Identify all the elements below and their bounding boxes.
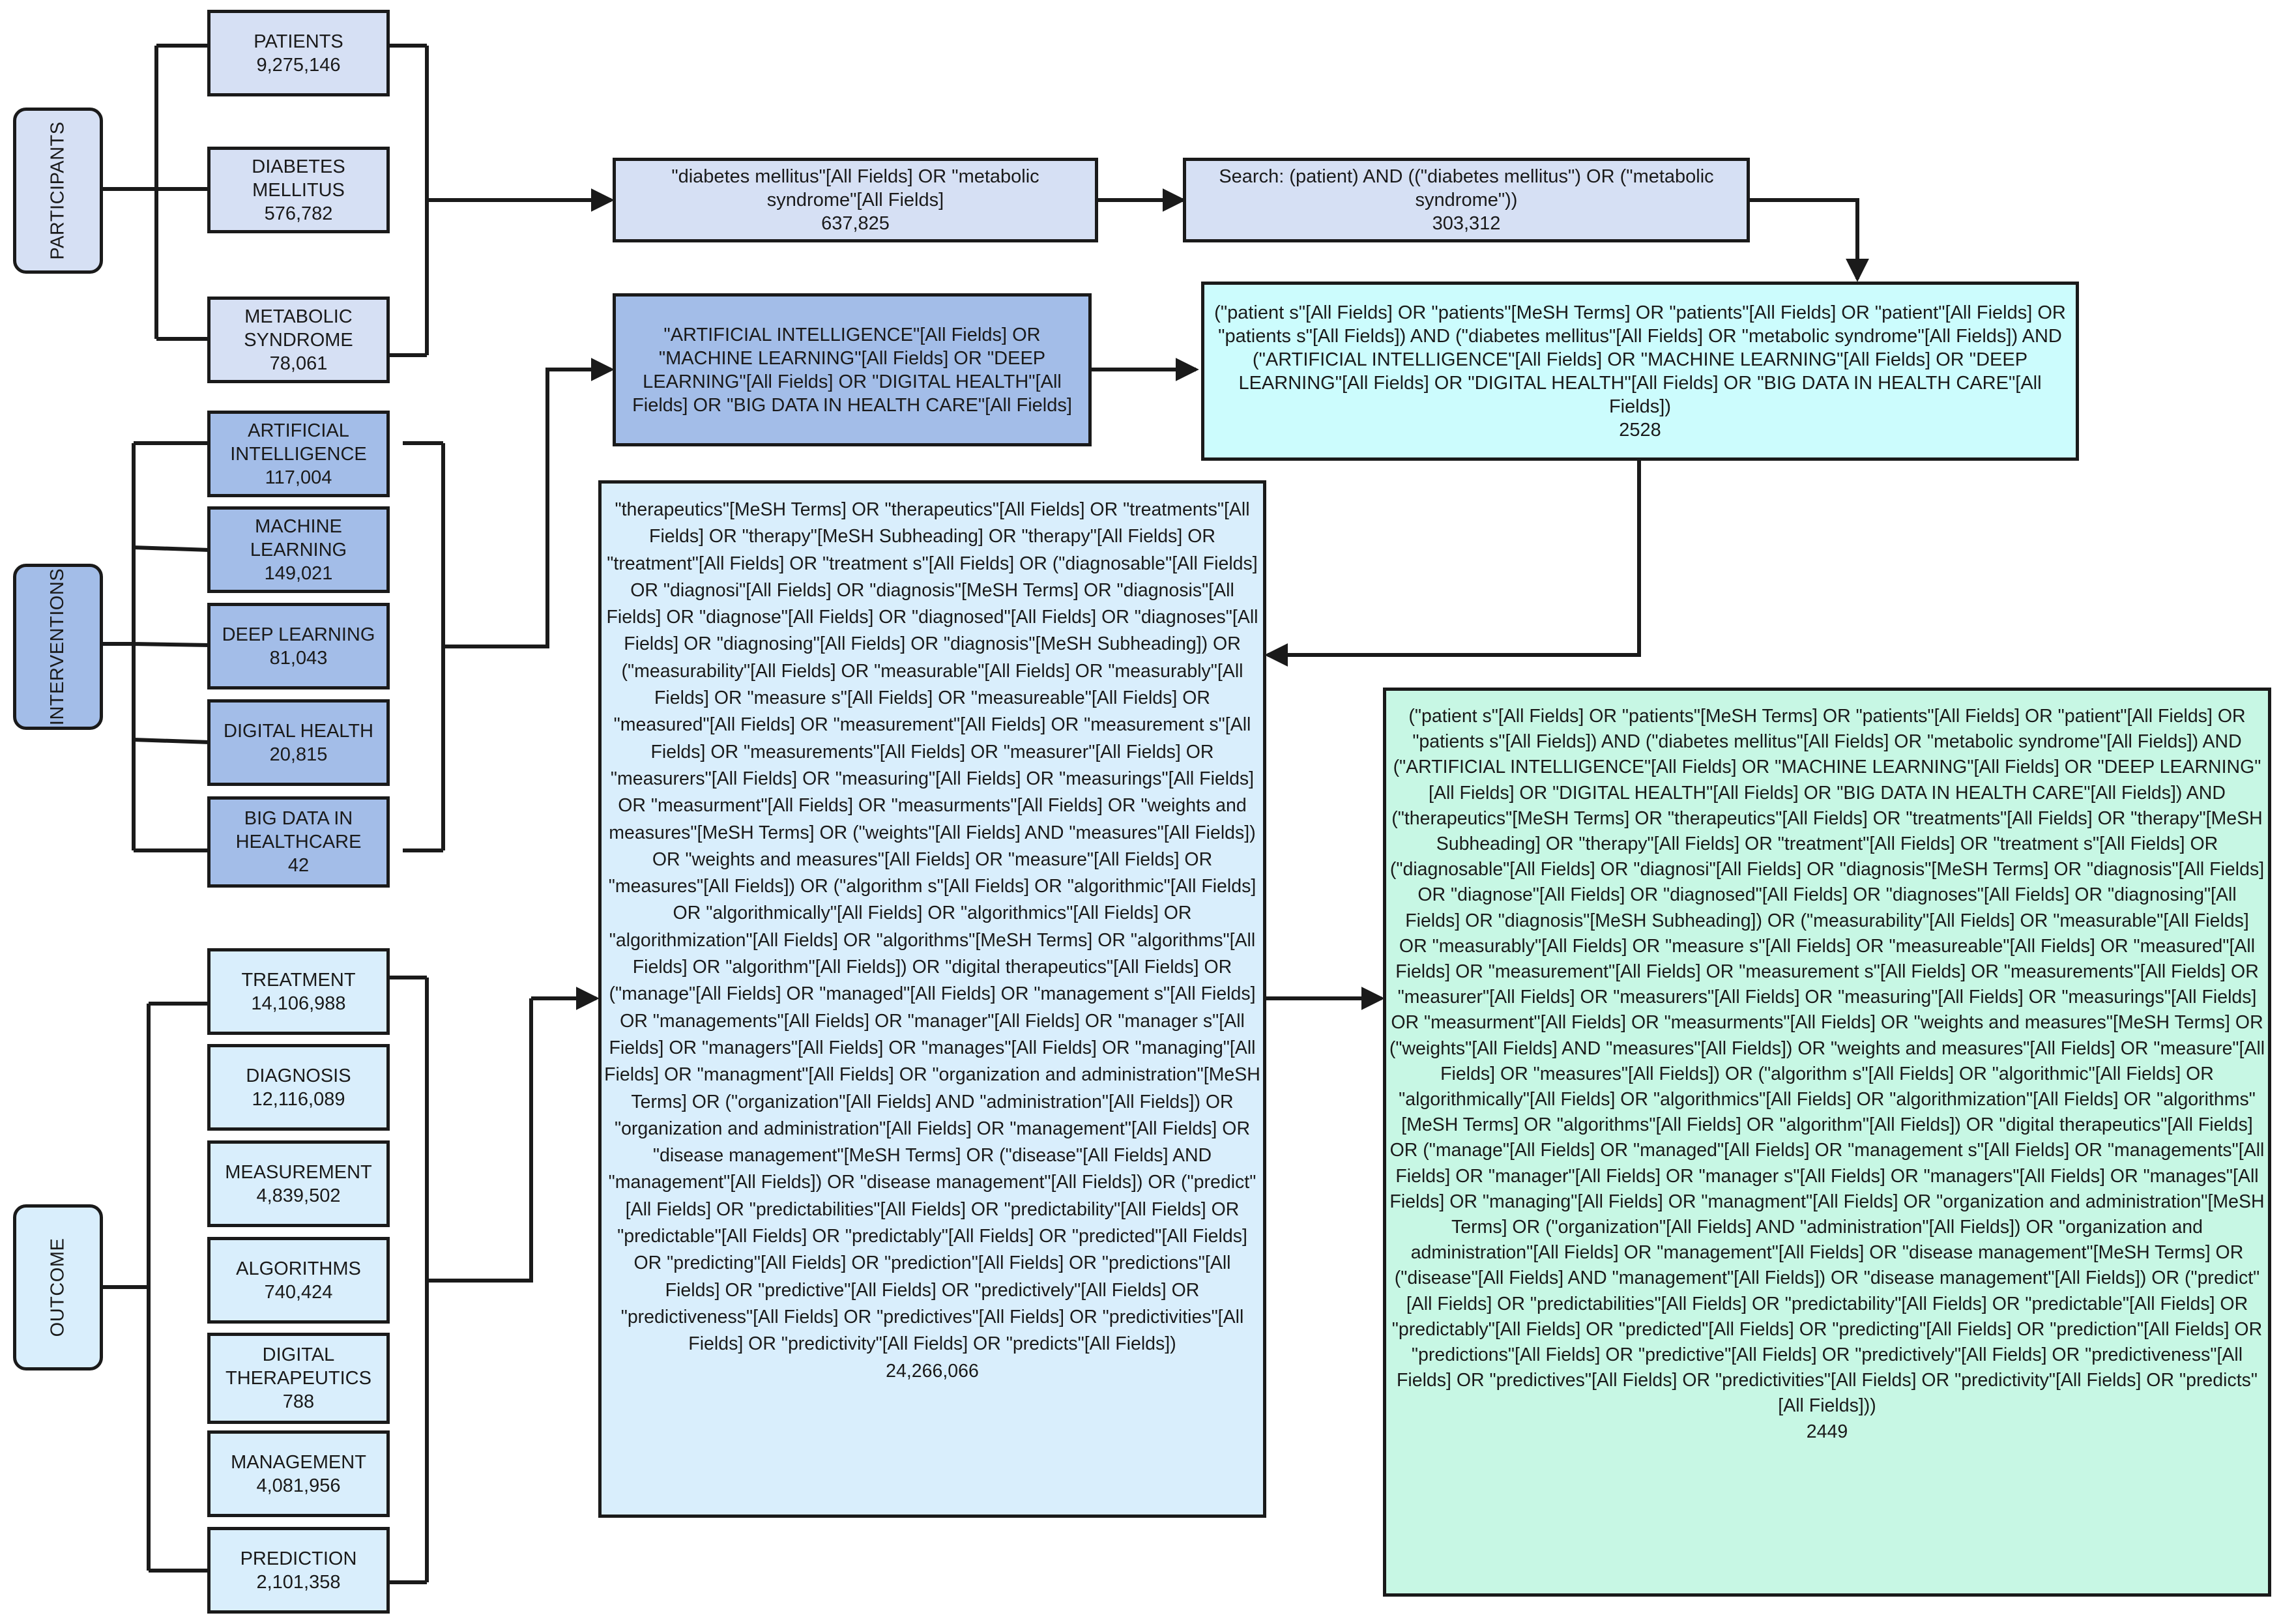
interventions-left-bracket bbox=[103, 441, 211, 852]
term-label: MEASUREMENT bbox=[225, 1161, 372, 1183]
interventions-category: INTERVENTIONS bbox=[13, 564, 103, 730]
arrow-combined-to-outcome-query bbox=[1264, 459, 1641, 667]
participants-left-bracket bbox=[103, 44, 210, 341]
term-label: BIG DATA IN HEALTHCARE bbox=[235, 808, 362, 852]
term-label: DIABETES MELLITUS bbox=[252, 156, 345, 201]
query-text: ("patient s"[All Fields] OR "patients"[M… bbox=[1389, 706, 2265, 1417]
term-label: MANAGEMENT bbox=[231, 1451, 366, 1473]
term-count: 117,004 bbox=[265, 467, 332, 488]
term-metabolic-syndrome: METABOLIC SYNDROME 78,061 bbox=[207, 297, 390, 383]
term-diabetes-mellitus: DIABETES MELLITUS 576,782 bbox=[207, 147, 390, 233]
query-text: "diabetes mellitus"[All Fields] OR "meta… bbox=[671, 166, 1039, 210]
term-count: 42 bbox=[287, 855, 310, 876]
query-text: ("patient s"[All Fields] OR "patients"[M… bbox=[1214, 302, 2066, 417]
term-label: DIGITAL HEALTH bbox=[224, 720, 373, 742]
term-count: 20,815 bbox=[269, 744, 328, 765]
term-deep-learning: DEEP LEARNING 81,043 bbox=[207, 603, 390, 689]
term-label: DIAGNOSIS bbox=[246, 1065, 351, 1086]
query-text: Search: (patient) AND (("diabetes mellit… bbox=[1219, 166, 1714, 210]
arrow-search-to-combined bbox=[1747, 198, 1869, 282]
term-count: 14,106,988 bbox=[251, 993, 346, 1014]
term-count: 4,839,502 bbox=[256, 1185, 341, 1206]
outcome-category-label: OUTCOME bbox=[47, 1238, 68, 1337]
term-machine-learning: MACHINE LEARNING 149,021 bbox=[207, 506, 390, 593]
term-measurement: MEASUREMENT 4,839,502 bbox=[207, 1140, 390, 1227]
term-label: ALGORITHMS bbox=[236, 1258, 361, 1279]
combined-query-box: ("patient s"[All Fields] OR "patients"[M… bbox=[1201, 282, 2079, 461]
term-count: 149,021 bbox=[264, 562, 333, 584]
condition-query-box: "diabetes mellitus"[All Fields] OR "meta… bbox=[613, 158, 1098, 242]
final-query-box: ("patient s"[All Fields] OR "patients"[M… bbox=[1383, 688, 2271, 1597]
outcome-query-box: "therapeutics"[MeSH Terms] OR "therapeut… bbox=[598, 480, 1266, 1518]
term-count: 9,275,146 bbox=[256, 54, 341, 76]
outcome-category: OUTCOME bbox=[13, 1204, 103, 1370]
term-label: DEEP LEARNING bbox=[222, 624, 375, 645]
search-query-box: Search: (patient) AND (("diabetes mellit… bbox=[1183, 158, 1750, 242]
term-algorithms: ALGORITHMS 740,424 bbox=[207, 1237, 390, 1324]
term-management: MANAGEMENT 4,081,956 bbox=[207, 1430, 390, 1517]
query-count: 2449 bbox=[1806, 1421, 1848, 1442]
term-count: 788 bbox=[282, 1391, 315, 1412]
term-count: 4,081,956 bbox=[256, 1475, 341, 1496]
interventions-category-label: INTERVENTIONS bbox=[47, 568, 68, 726]
term-digital-therapeutics: DIGITAL THERAPEUTICS 788 bbox=[207, 1333, 390, 1424]
term-label: ARTIFICIAL INTELLIGENCE bbox=[230, 420, 367, 465]
term-count: 81,043 bbox=[269, 647, 328, 669]
term-prediction: PREDICTION 2,101,358 bbox=[207, 1527, 390, 1614]
query-count: 2528 bbox=[1619, 419, 1661, 441]
term-count: 576,782 bbox=[264, 203, 333, 224]
query-text: "therapeutics"[MeSH Terms] OR "therapeut… bbox=[604, 499, 1260, 1355]
term-big-data-in-healthcare: BIG DATA IN HEALTHCARE 42 bbox=[207, 796, 390, 888]
participants-right-bracket bbox=[388, 44, 429, 357]
intervention-query-box: "ARTIFICIAL INTELLIGENCE"[All Fields] OR… bbox=[613, 293, 1092, 446]
query-count: 24,266,066 bbox=[886, 1360, 979, 1382]
query-count: 303,312 bbox=[1432, 213, 1501, 234]
term-count: 78,061 bbox=[269, 353, 328, 374]
term-label: MACHINE LEARNING bbox=[250, 515, 347, 560]
term-label: PREDICTION bbox=[240, 1548, 357, 1569]
participants-category: PARTICIPANTS bbox=[13, 108, 103, 274]
term-label: PATIENTS bbox=[254, 31, 343, 52]
query-count: 637,825 bbox=[821, 213, 890, 234]
query-text: "ARTIFICIAL INTELLIGENCE"[All Fields] OR… bbox=[632, 324, 1072, 416]
term-label: TREATMENT bbox=[241, 969, 356, 991]
arrow-interventions-to-query bbox=[443, 358, 615, 648]
term-artificial-intelligence: ARTIFICIAL INTELLIGENCE 117,004 bbox=[207, 411, 390, 497]
participants-category-label: PARTICIPANTS bbox=[47, 121, 68, 260]
term-count: 12,116,089 bbox=[252, 1088, 345, 1110]
term-label: DIGITAL THERAPEUTICS bbox=[225, 1344, 371, 1389]
interventions-right-bracket bbox=[403, 441, 445, 852]
term-digital-health: DIGITAL HEALTH 20,815 bbox=[207, 699, 390, 786]
term-count: 740,424 bbox=[264, 1281, 333, 1303]
term-label: METABOLIC SYNDROME bbox=[244, 306, 353, 351]
term-patients: PATIENTS 9,275,146 bbox=[207, 10, 390, 96]
term-diagnosis: DIAGNOSIS 12,116,089 bbox=[207, 1044, 390, 1131]
term-treatment: TREATMENT 14,106,988 bbox=[207, 948, 390, 1035]
outcome-right-bracket bbox=[390, 976, 533, 1584]
outcome-left-bracket bbox=[103, 1002, 210, 1573]
term-count: 2,101,358 bbox=[256, 1571, 341, 1593]
